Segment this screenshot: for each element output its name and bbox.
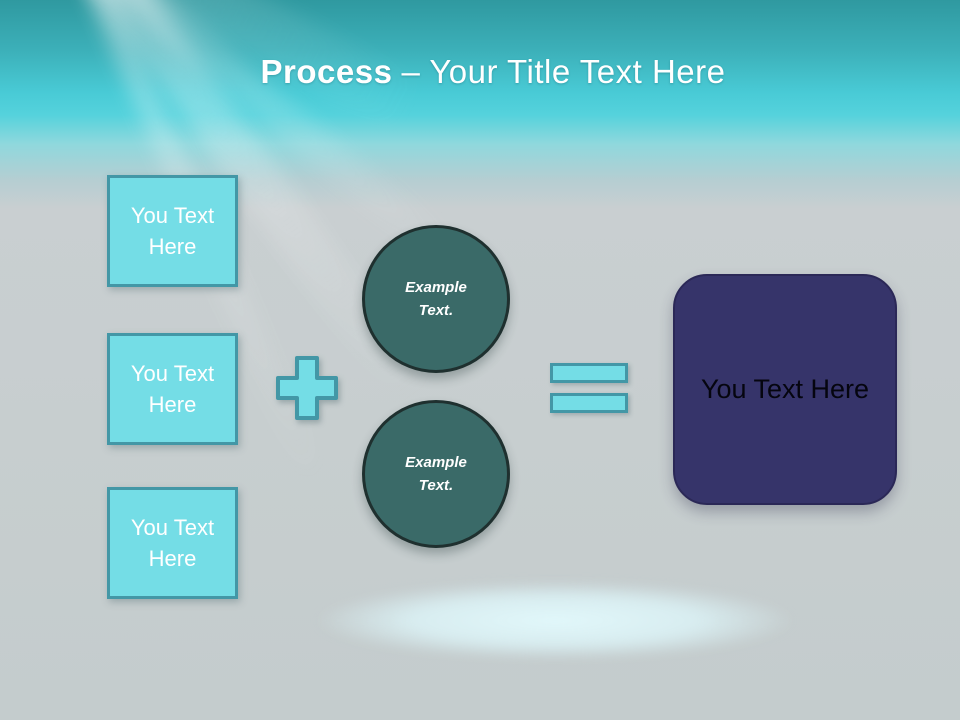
- page-title: Process–Your Title Text Here: [13, 53, 960, 91]
- example-circle-1: Example Text.: [362, 225, 510, 373]
- example-circle-2-label: Example Text.: [405, 453, 467, 494]
- input-box-3: You Text Here: [107, 487, 238, 599]
- example-circle-1-label: Example Text.: [405, 278, 467, 319]
- example-circle-2: Example Text.: [362, 400, 510, 548]
- equals-bar-bottom: [550, 393, 628, 413]
- title-emphasis: Process: [260, 53, 393, 90]
- input-box-2: You Text Here: [107, 333, 238, 445]
- title-separator: –: [401, 53, 421, 90]
- equals-icon: [550, 363, 628, 413]
- input-box-2-label: You Text Here: [130, 360, 215, 417]
- input-box-3-label: You Text Here: [130, 514, 215, 571]
- result-box-label: You Text Here: [700, 374, 870, 404]
- input-box-1-label: You Text Here: [130, 202, 215, 259]
- plus-icon: [276, 356, 338, 420]
- floor-glow-ellipse: [235, 568, 875, 673]
- result-box: You Text Here: [673, 274, 897, 505]
- title-text: Your Title Text Here: [429, 53, 726, 90]
- equals-bar-top: [550, 363, 628, 383]
- input-box-1: You Text Here: [107, 175, 238, 287]
